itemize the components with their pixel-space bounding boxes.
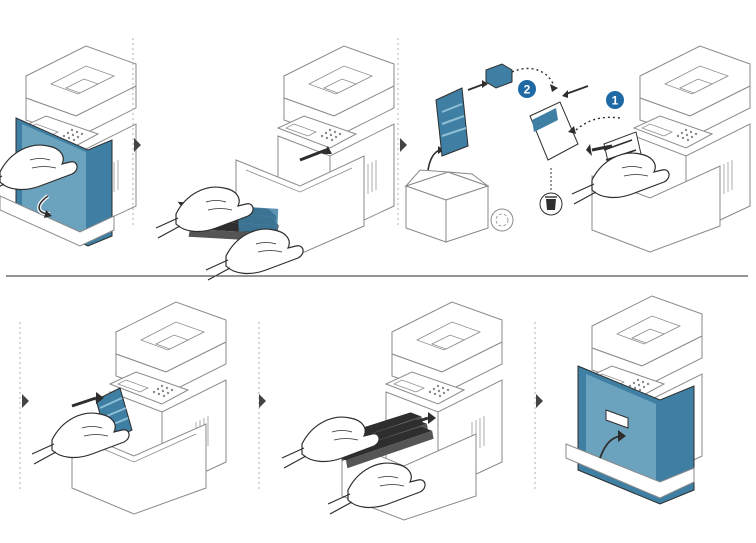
triangle-right-icon — [536, 394, 543, 408]
triangle-right-icon — [400, 138, 407, 152]
step4-insert-cartridge — [31, 301, 227, 515]
triangle-right-icon — [259, 394, 266, 408]
step1-open-front-cover — [0, 45, 137, 247]
trash-can-icon — [539, 192, 563, 216]
step-badge-1 — [606, 91, 624, 109]
step6-close-front-cover — [565, 295, 703, 505]
step-badge-label: 1 — [612, 94, 619, 108]
triangle-right-icon — [22, 394, 29, 408]
recycle-icon — [490, 208, 514, 232]
triangle-right-icon — [134, 138, 141, 152]
step-badge-2 — [518, 80, 536, 98]
step-badge-label: 2 — [524, 83, 531, 97]
step5-push-tray-back — [281, 301, 503, 521]
step2-pull-toner-tray — [155, 45, 395, 281]
step3-replace-cartridge: 2 1 — [404, 45, 751, 253]
